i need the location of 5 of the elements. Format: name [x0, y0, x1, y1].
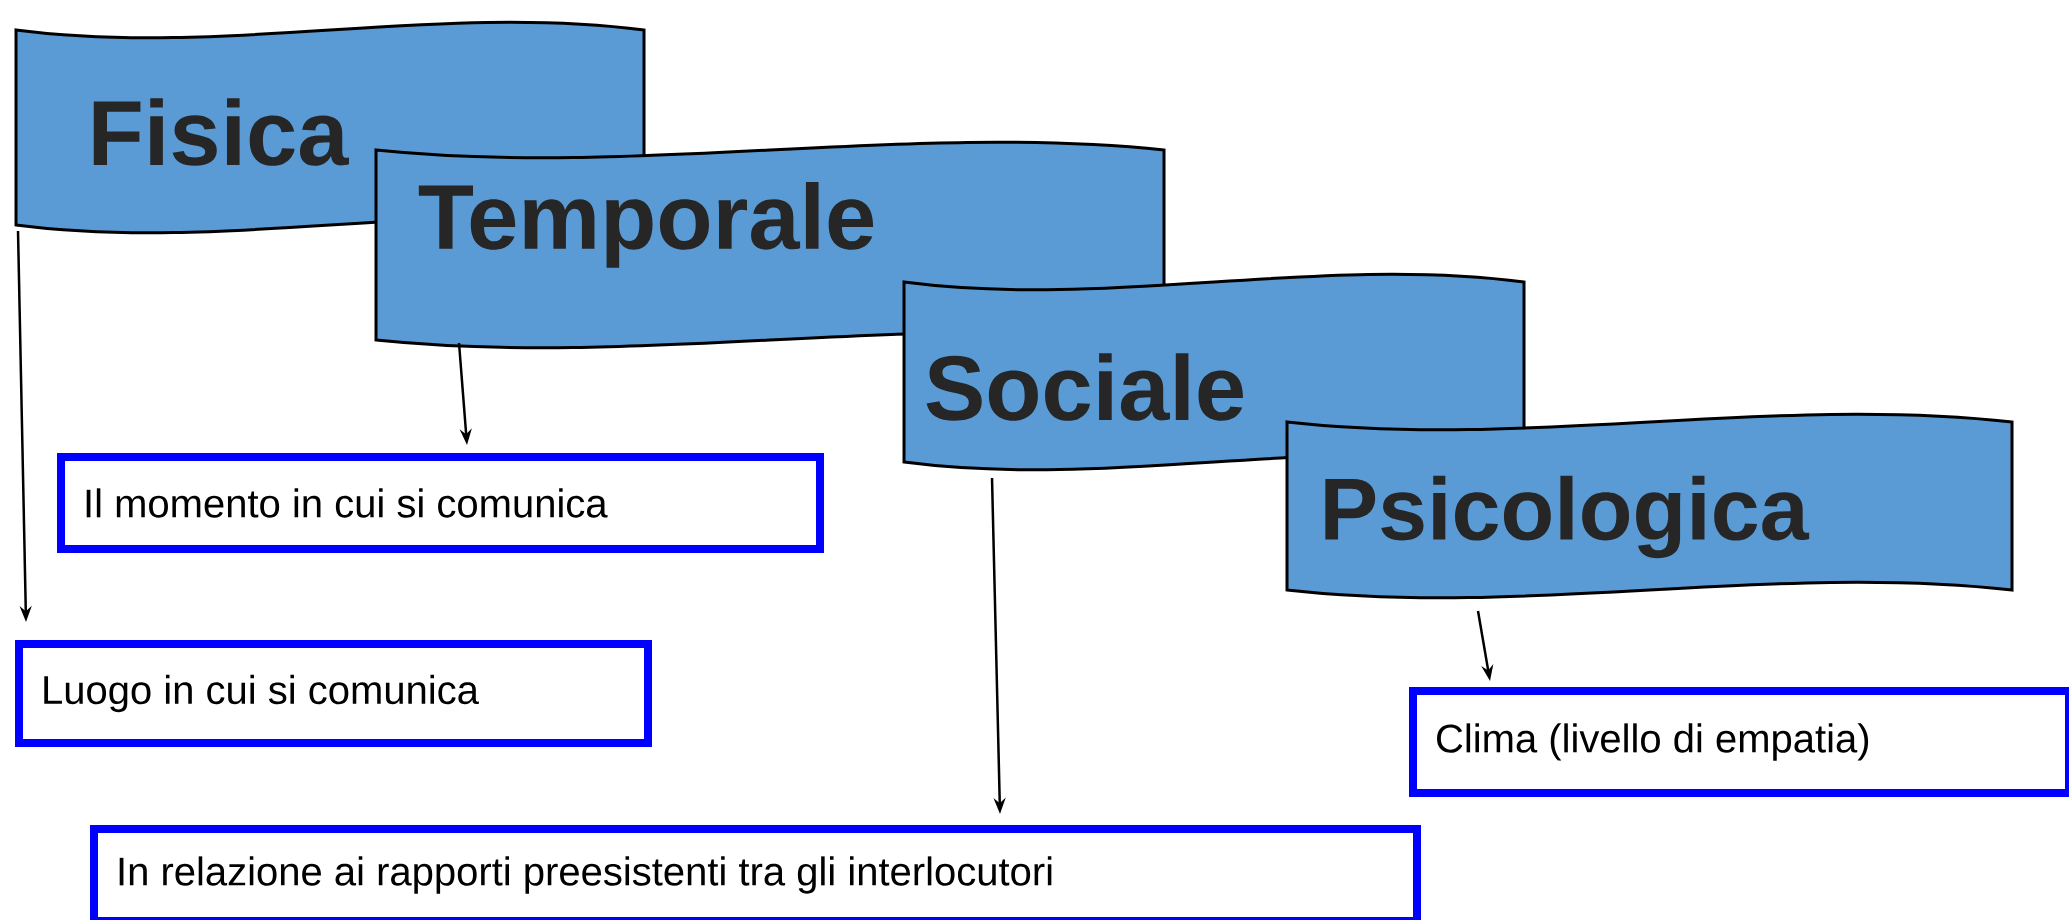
text-box: In relazione ai rapporti preesistenti tra gli interlocutori [90, 825, 1421, 920]
text-box: Clima (livello di empatia) [1409, 687, 2069, 797]
flag-banner: Psicologica [1285, 412, 2014, 600]
text-box: Luogo in cui si comunica [15, 640, 652, 747]
text-box: Il momento in cui si comunica [57, 453, 824, 553]
